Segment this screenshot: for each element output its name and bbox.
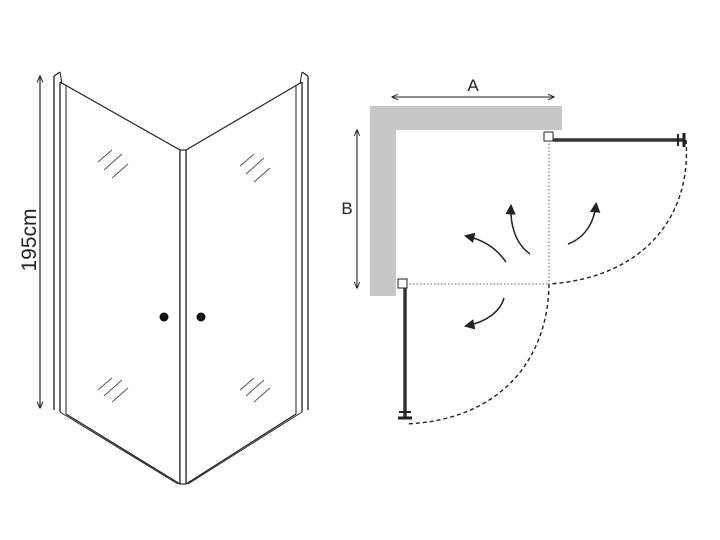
right-door-handle [196, 312, 206, 322]
glass-reflection-marks [97, 149, 271, 403]
perspective-view: 195cm [18, 71, 309, 485]
right-door-swing-arc [548, 139, 688, 285]
left-door-panel [53, 71, 181, 485]
swing-direction-arrows [463, 201, 601, 330]
height-label: 195cm [18, 208, 41, 271]
hinge-block-top [543, 131, 554, 142]
door-seam [179, 149, 187, 485]
plan-view: A B [341, 76, 688, 425]
hinge-block-left [397, 278, 408, 289]
left-door-swing-arc [405, 283, 550, 425]
right-door-open [553, 133, 686, 147]
left-door-open [398, 288, 412, 420]
left-door-handle [159, 312, 169, 322]
width-label: A [467, 76, 479, 95]
right-door-panel [185, 71, 309, 485]
wall-corner [370, 106, 562, 296]
depth-label: B [341, 199, 352, 218]
